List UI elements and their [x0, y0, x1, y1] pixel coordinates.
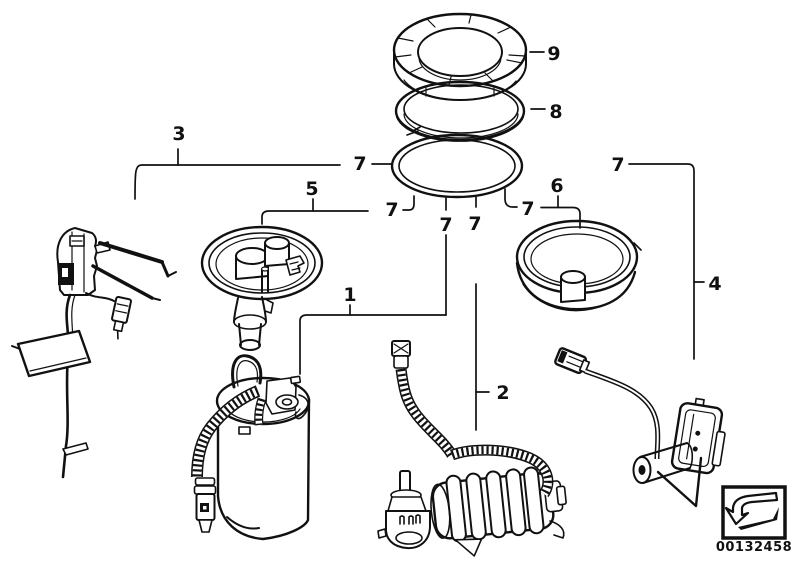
level-sensor-part-3	[11, 227, 177, 479]
flange-center-tube	[560, 270, 586, 303]
fuel-filter-part-2	[377, 340, 567, 557]
callout-3-label[interactable]: 3	[172, 123, 185, 145]
sensor-pivot-cylinder	[632, 442, 694, 484]
callout-6-label[interactable]: 6	[550, 175, 563, 197]
leader-lines	[134, 51, 705, 431]
turn-arrow-icon	[724, 491, 779, 530]
callout-4-label[interactable]: 4	[708, 273, 721, 295]
callout-7-label[interactable]: 7	[521, 198, 534, 220]
seal-ring-part-8	[394, 80, 526, 142]
callout-5-label[interactable]: 5	[305, 178, 318, 200]
flange-port-right	[264, 236, 290, 267]
filter-corrugated-hoses	[395, 368, 554, 498]
sensor-connector	[554, 347, 591, 375]
callout-7-label[interactable]: 7	[468, 213, 481, 235]
filter-inlet-connector	[391, 340, 411, 369]
callout-9-label[interactable]: 9	[547, 43, 560, 65]
callout-7-label[interactable]: 7	[611, 154, 624, 176]
callout-2-label[interactable]: 2	[496, 382, 509, 404]
level-sensor-part-4	[554, 347, 726, 508]
diagram-stamp: 00132458	[716, 485, 792, 555]
sensor-bracket-plate	[670, 397, 726, 475]
pump-hose-end-fitting	[193, 477, 217, 533]
locking-ring-part-9	[392, 12, 528, 101]
callout-7-label[interactable]: 7	[353, 153, 366, 175]
callout-1-label[interactable]: 1	[343, 284, 356, 306]
flange-cover-part-5	[200, 225, 324, 351]
callout-7-label[interactable]: 7	[385, 199, 398, 221]
pump-corrugated-hose	[191, 385, 267, 478]
callout-labels: 3 7 9 8 7 5 7 7 7 6 7 1 2 4	[172, 43, 721, 404]
flange-cover-part-6	[515, 219, 642, 312]
callout-8-label[interactable]: 8	[549, 101, 562, 123]
pressure-regulator	[377, 470, 431, 550]
fuel-pump-part-1	[191, 354, 311, 541]
callout-7-label[interactable]: 7	[439, 214, 452, 236]
sealing-ring-part-7	[390, 133, 524, 199]
stamp-code: 00132458	[716, 540, 792, 555]
flange-port-left	[235, 247, 269, 280]
